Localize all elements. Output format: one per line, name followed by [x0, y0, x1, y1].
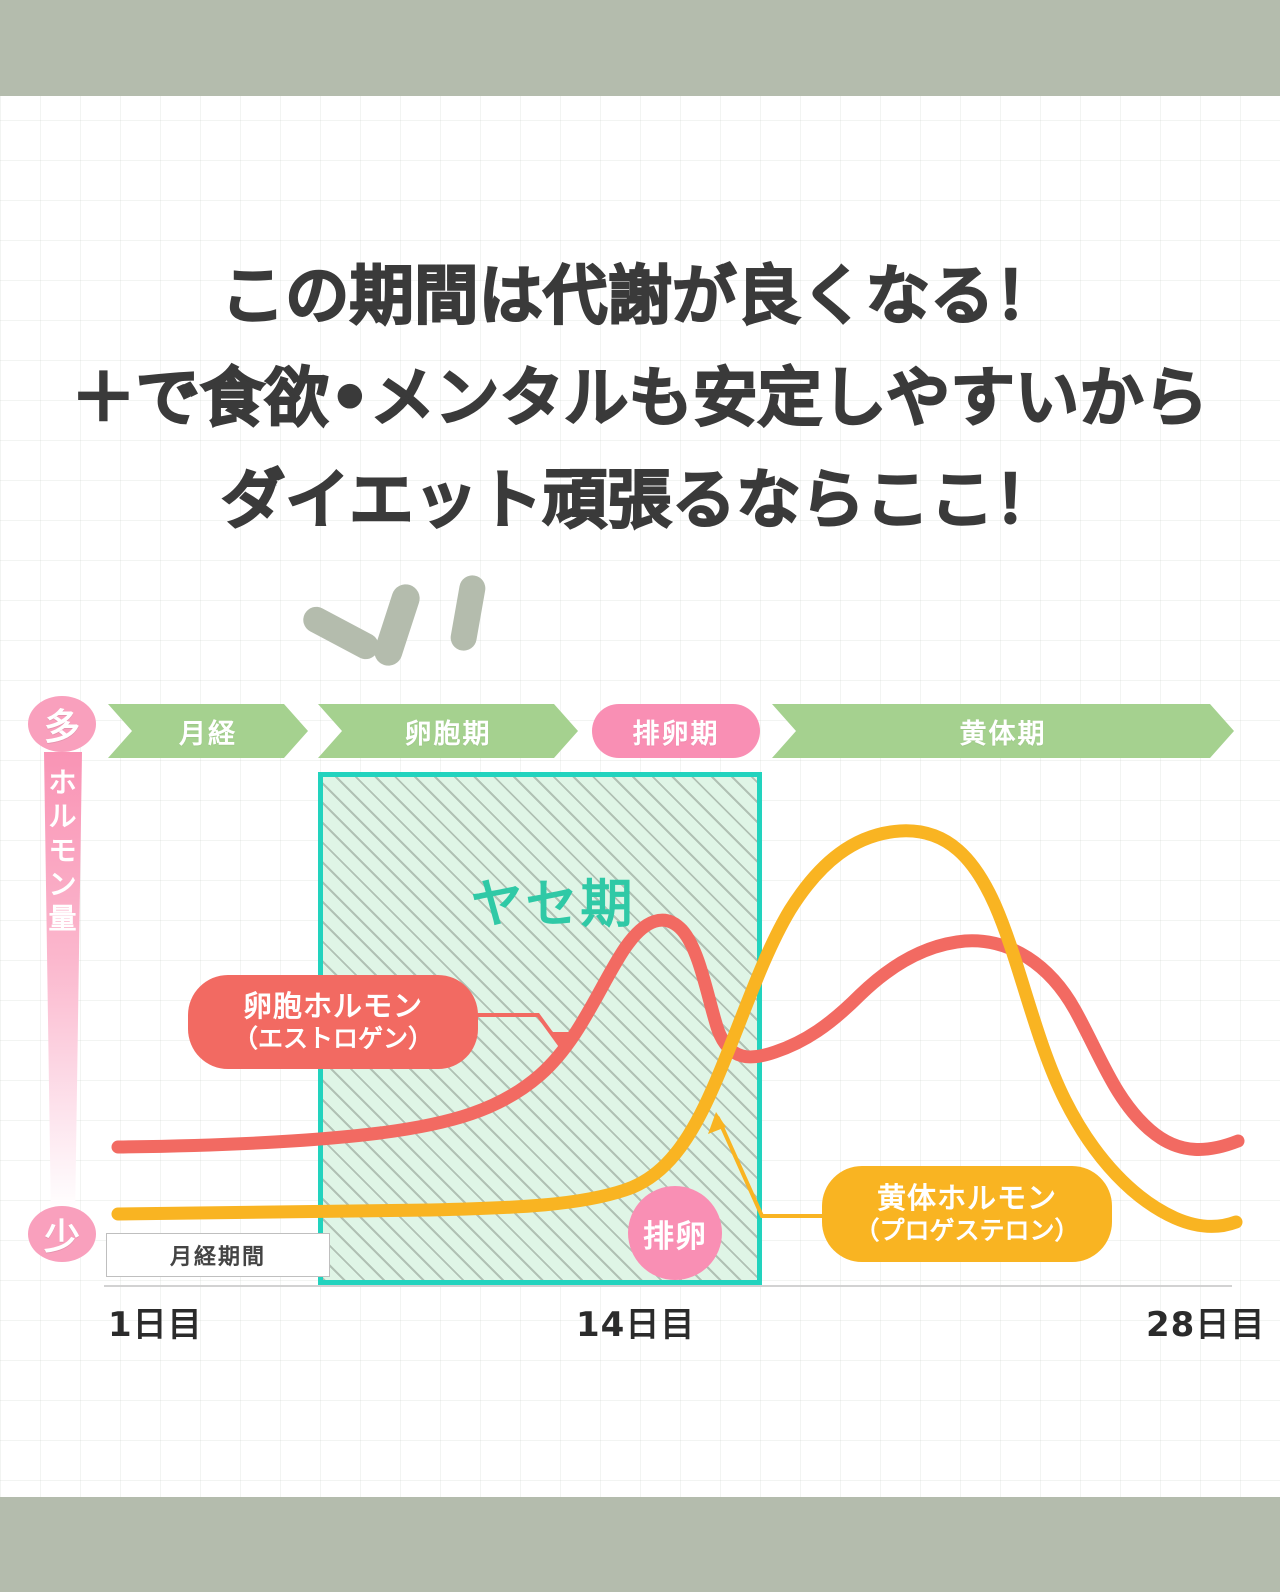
phase-ovulation: 排卵期 — [592, 704, 760, 758]
estrogen-legend-line-1: 卵胞ホルモン — [242, 989, 423, 1024]
phase-menstruation: 月経 — [108, 704, 308, 758]
x-tick-day-28: 28日目 — [1146, 1305, 1266, 1345]
headline-line-1: この期間は代謝が良くなる！ — [220, 259, 1060, 335]
phase-follicular: 卵胞期 — [318, 704, 578, 758]
x-tick-day-1: 1日目 — [108, 1305, 203, 1345]
menstrual-period-label: 月経期間 — [169, 1245, 266, 1270]
headline-line-3: ダイエット頑張るならここ！ — [220, 463, 1059, 539]
headline-line-2: ＋で食欲•メンタルも安定しやすいから — [70, 361, 1209, 437]
page-title: この期間は代謝が良くなる！ ＋で食欲•メンタルも安定しやすいから ダイエット頑張… — [0, 246, 1280, 552]
axis-high-label: 多 — [28, 696, 96, 752]
top-band — [0, 0, 1280, 96]
progesterone-legend-line-1: 黄体ホルモン — [876, 1181, 1057, 1216]
x-tick-day-14: 14日目 — [576, 1305, 696, 1345]
phase-luteal: 黄体期 — [772, 704, 1234, 758]
phase-label: 月経 — [179, 718, 237, 750]
progesterone-legend-pill: 黄体ホルモン （プロゲステロン） — [822, 1166, 1112, 1262]
bottom-band — [0, 1497, 1280, 1592]
axis-low-label: 少 — [28, 1206, 96, 1262]
x-axis-line — [104, 1285, 1232, 1287]
ovulation-label: 排卵 — [643, 1218, 707, 1255]
estrogen-legend-pill: 卵胞ホルモン （エストロゲン） — [188, 975, 478, 1069]
phase-label: 黄体期 — [959, 718, 1047, 750]
hormone-amount-bar — [44, 752, 82, 1210]
axis-vertical-label: ホルモン量 — [48, 766, 78, 935]
estrogen-legend-line-2: （エストロゲン） — [232, 1024, 433, 1054]
slimming-period-label: ヤセ期 — [438, 862, 668, 937]
menstrual-period-box: 月経期間 — [106, 1233, 330, 1277]
slimming-period-text: ヤセ期 — [470, 875, 636, 935]
progesterone-legend-line-2: （プロゲステロン） — [854, 1216, 1080, 1246]
phase-label: 卵胞期 — [404, 718, 492, 750]
phase-label: 排卵期 — [632, 718, 720, 750]
ovulation-badge: 排卵 — [628, 1186, 722, 1280]
